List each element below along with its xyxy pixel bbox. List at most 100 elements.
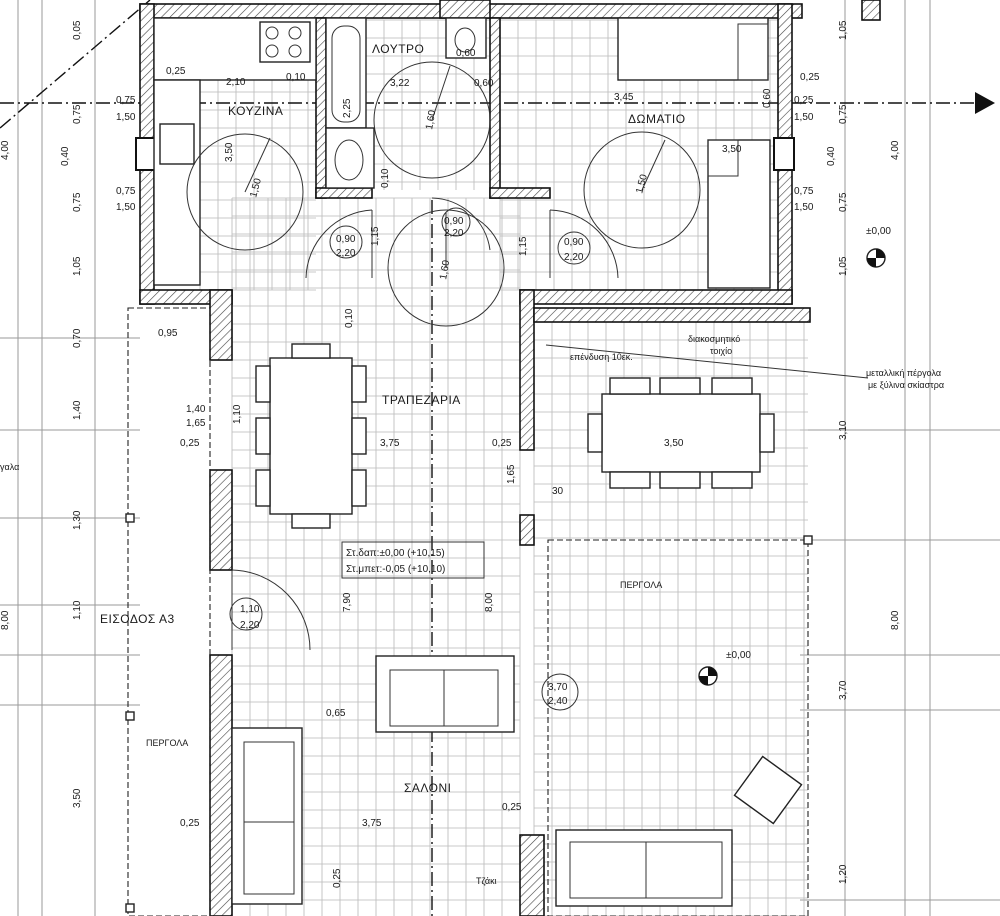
dim-hall-a: 1,15 [370, 226, 381, 246]
room-label-living: ΣΑΛΟΝΙ [404, 781, 452, 795]
dim-right-3: 0,40 [826, 146, 837, 166]
dim-right-5: 1,05 [838, 256, 849, 276]
dim-bath-door: 0,90 [444, 216, 464, 227]
section-arrow-icon [975, 92, 995, 114]
dim-left-2: 0,75 [72, 104, 83, 124]
dim-left-3: 0,40 [60, 146, 71, 166]
dim-hall-c: 0,10 [344, 308, 355, 328]
dim-dining-a: 0,25 [180, 438, 200, 449]
kitchen-fixtures [153, 17, 317, 286]
dim-bed-door-b: 2,20 [564, 252, 584, 263]
note-floor-level-1: Στ.δαπ:±0,00 (+10,15) [346, 548, 445, 559]
dim-living-height-2: 8,00 [484, 592, 495, 612]
dim-left-12: 8,00 [0, 610, 11, 630]
dim-left-7: 1,40 [72, 400, 83, 420]
dim-kitchen-height: 3,50 [224, 142, 235, 162]
dim-bath-radius: 1,60 [424, 109, 438, 131]
dim-living-d: 0,25 [502, 802, 522, 813]
dim-bath-a: 3,22 [390, 78, 410, 89]
dim-living-b: 0,25 [180, 818, 200, 829]
dim-right-2: 0,75 [838, 104, 849, 124]
note-floor-level-2: Στ.μπετ:-0,05 (+10,10) [346, 564, 445, 575]
leader-line [545, 344, 869, 379]
dim-dining-b: 0,25 [492, 438, 512, 449]
hall-and-doors [231, 197, 619, 651]
note-decorative-wall-1: διακοσμητικό [688, 334, 740, 344]
label-pergola-left: ΠΕΡΓΟΛΑ [146, 738, 188, 748]
dim-right-6: 4,00 [890, 140, 901, 160]
note-level-terrace: ±0,00 [726, 650, 751, 661]
dim-right-7: 3,10 [838, 420, 849, 440]
dim-left-6: 0,70 [72, 328, 83, 348]
dim-bath-width: 2,25 [342, 98, 353, 118]
dim-bath-b: 0,60 [456, 48, 476, 59]
dim-terrace-door: 3,70 [548, 682, 568, 693]
dim-dining-g: 1,65 [506, 464, 517, 484]
dim-left-10: 3,50 [72, 788, 83, 808]
diagonal-reference-line [0, 0, 151, 129]
dim-kitchen-depth: 0,25 [166, 66, 186, 77]
dim-terrace-door-b: 2,40 [548, 696, 568, 707]
dim-kitchen-window-2b: 1,50 [116, 202, 136, 213]
dim-dining-width: 3,75 [380, 438, 400, 449]
dim-right-8: 8,00 [890, 610, 901, 630]
bathroom-fixtures [325, 17, 491, 189]
dim-living-height: 7,90 [342, 592, 353, 612]
dim-left-5: 1,05 [72, 256, 83, 276]
dim-kitchen-top-b: 0,10 [286, 72, 306, 83]
dim-terrace-table: 3,50 [664, 438, 684, 449]
bedroom-fixtures [583, 17, 771, 289]
dim-right-13: 1,50 [794, 112, 814, 123]
dim-bed-width: 3,45 [614, 92, 634, 103]
room-label-bedroom: ΔΩΜΑΤΙΟ [628, 112, 686, 126]
dim-left-11: 4,00 [0, 140, 11, 160]
dim-bed-window-1: 0,75 [794, 186, 814, 197]
dim-left-4: 0,75 [72, 192, 83, 212]
dim-left-8: 1,30 [72, 510, 83, 530]
dim-bed-height: 3,50 [722, 144, 742, 155]
dim-bed-door: 0,90 [564, 237, 584, 248]
dim-right-9: 3,70 [838, 680, 849, 700]
note-metal-pergola-2: με ξύλινα σκίαστρα [868, 380, 944, 390]
dim-bath-d: 0,10 [380, 168, 391, 188]
dim-living-c: 3,75 [362, 818, 382, 829]
dim-kitchen-door-b: 2,20 [336, 248, 356, 259]
dim-dining-d: 1,40 [186, 404, 206, 415]
room-label-entrance: ΕΙΣΟΔΟΣ Α3 [100, 612, 175, 626]
dim-bed-radius: 1,50 [634, 173, 650, 195]
room-label-dining: ΤΡΑΠΕΖΑΡΙΑ [382, 393, 461, 407]
dim-kitchen-window-1b: 1,50 [116, 112, 136, 123]
dim-bed-window-1b: 1,50 [794, 202, 814, 213]
dim-right-11: 0,25 [800, 72, 820, 83]
note-left-edge: γαλα [0, 462, 19, 472]
dim-entrance-door-b: 2,20 [240, 620, 260, 631]
note-level-right: ±0,00 [866, 226, 891, 237]
dim-dining-f: 1,10 [232, 404, 243, 424]
dim-hall-radius: 1,60 [438, 259, 452, 281]
floor-level-box [341, 541, 485, 579]
note-cladding: επένδυση 10εκ. [570, 352, 633, 362]
label-pergola-right: ΠΕΡΓΟΛΑ [620, 580, 662, 590]
dim-dining-e: 1,65 [186, 418, 206, 429]
dim-dining-h: 30 [552, 486, 564, 497]
dim-right-10: 1,20 [838, 864, 849, 884]
dim-bed-window-2: 0,60 [762, 88, 773, 108]
terrace-table [587, 377, 775, 489]
walls [135, 0, 881, 916]
dim-living-a: 0,65 [326, 708, 346, 719]
note-metal-pergola-1: μεταλλική πέργολα [866, 368, 941, 378]
dim-left-9: 1,10 [72, 600, 83, 620]
dim-kitchen-radius: 1,50 [248, 177, 264, 199]
living-furniture [231, 655, 803, 907]
room-label-bathroom: ΛΟΥΤΡΟ [372, 42, 424, 56]
dim-living-e: 0,25 [332, 868, 343, 888]
room-label-kitchen: ΚΟΥΖΙΝΑ [228, 104, 283, 118]
dim-dining-c: 0,95 [158, 328, 178, 339]
dim-right-4: 0,75 [838, 192, 849, 212]
dim-hall-b: 1,15 [518, 236, 529, 256]
dim-right-12: 0,25 [794, 95, 814, 106]
dim-left-1: 0,05 [72, 20, 83, 40]
dim-bath-door-b: 2,20 [444, 228, 464, 239]
